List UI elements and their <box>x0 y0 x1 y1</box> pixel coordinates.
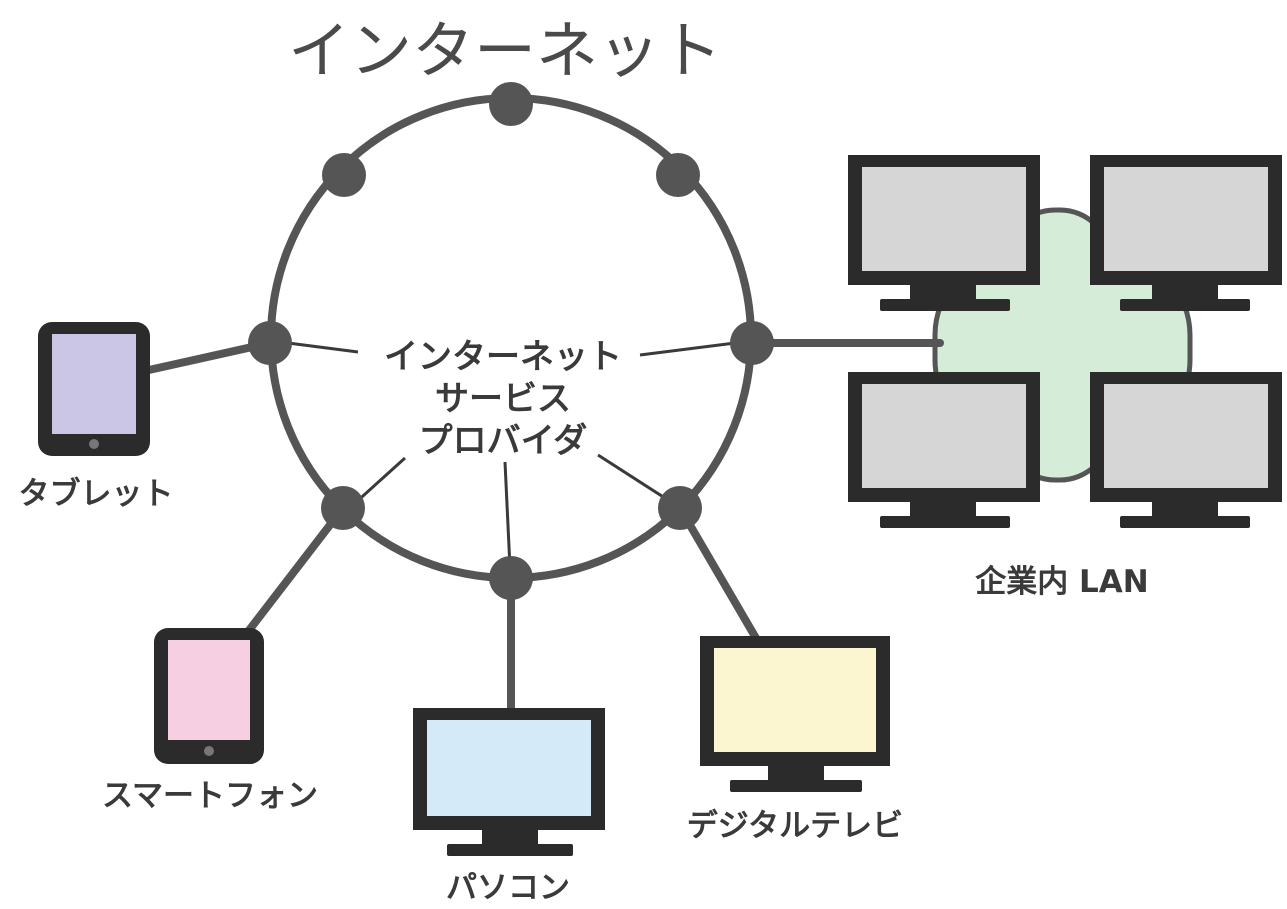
tv-link <box>676 504 764 649</box>
pc-monitor-icon <box>413 708 605 856</box>
node <box>489 556 533 600</box>
tv-label: デジタルテレビ <box>687 808 903 844</box>
smartphone-link <box>236 504 347 646</box>
isp-line2: サービス <box>435 379 571 419</box>
lan-label: 企業内 LAN <box>975 564 1148 600</box>
node <box>658 486 702 530</box>
node <box>321 486 365 530</box>
lan-monitor-top-left-icon <box>848 155 1040 311</box>
node <box>489 82 533 126</box>
diagram-title: インターネット <box>288 14 722 87</box>
lan-monitor-bottom-left-icon <box>848 372 1040 528</box>
smartphone-icon <box>154 628 264 764</box>
lan-monitor-top-right-icon <box>1090 155 1282 311</box>
isp-line1: インターネット <box>384 337 622 377</box>
node <box>248 321 292 365</box>
tablet-icon <box>38 322 150 456</box>
node <box>656 153 700 197</box>
isp-line3: プロバイダ <box>419 421 588 461</box>
pc-label: パソコン <box>446 870 570 906</box>
ring-nodes <box>248 82 774 600</box>
tablet-link <box>136 339 274 376</box>
smartphone-label: スマートフォン <box>102 778 318 814</box>
tv-monitor-icon <box>700 636 890 792</box>
node <box>730 321 774 365</box>
node <box>322 153 366 197</box>
lan-monitor-bottom-right-icon <box>1090 372 1282 528</box>
isp-label: インターネット サービス プロバイダ <box>384 337 622 461</box>
tablet-label: タブレット <box>19 476 174 512</box>
